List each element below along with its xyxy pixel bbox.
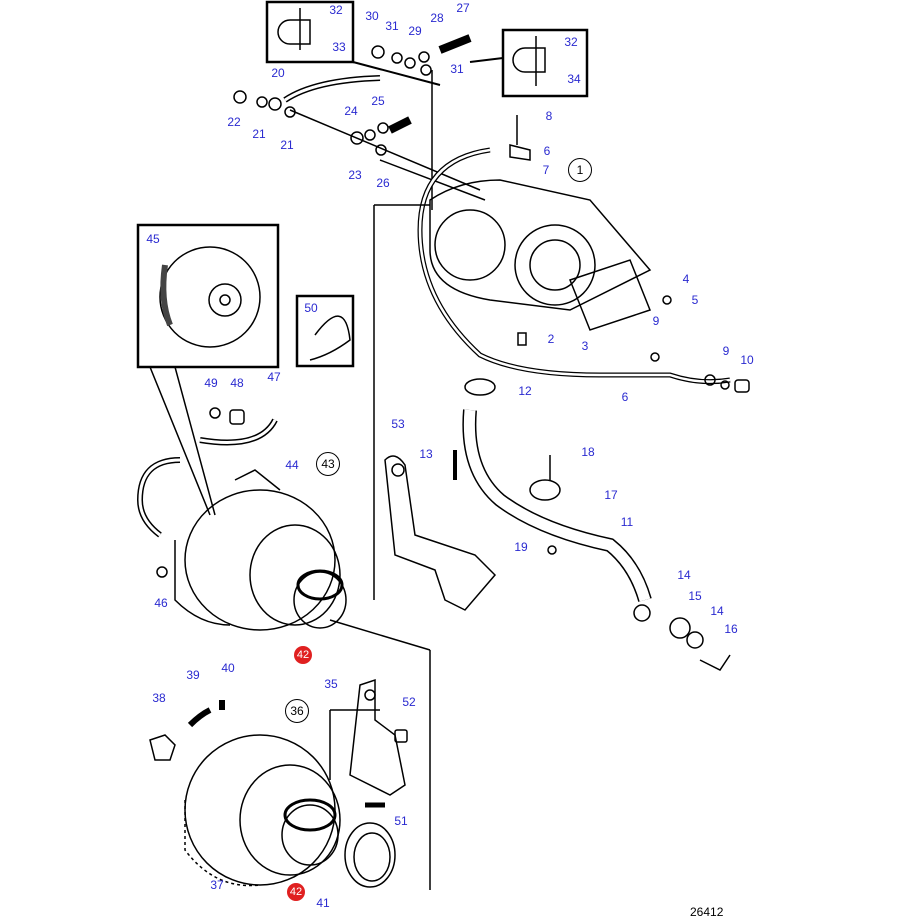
part-callout-26[interactable]: 26 bbox=[376, 176, 390, 190]
part-callout-39[interactable]: 39 bbox=[186, 668, 200, 682]
part-callout-53[interactable]: 53 bbox=[391, 417, 405, 431]
part-callout-13[interactable]: 13 bbox=[419, 447, 433, 461]
part-callout-32[interactable]: 32 bbox=[329, 3, 343, 17]
part-callout-23[interactable]: 23 bbox=[348, 168, 362, 182]
part-callout-12[interactable]: 12 bbox=[518, 384, 532, 398]
part-callout-3[interactable]: 3 bbox=[581, 339, 589, 353]
highlighted-part-callout[interactable]: 42 bbox=[287, 883, 305, 901]
part-callout-5[interactable]: 5 bbox=[691, 293, 699, 307]
part-callout-6[interactable]: 6 bbox=[543, 144, 551, 158]
part-callout-24[interactable]: 24 bbox=[344, 104, 358, 118]
part-callout-21[interactable]: 21 bbox=[280, 138, 294, 152]
highlighted-part-callout[interactable]: 42 bbox=[294, 646, 312, 664]
part-callout-16[interactable]: 16 bbox=[724, 622, 738, 636]
part-callout-25[interactable]: 25 bbox=[371, 94, 385, 108]
part-callout-47[interactable]: 47 bbox=[267, 370, 281, 384]
part-callout-36[interactable]: 36 bbox=[285, 699, 309, 723]
part-callout-30[interactable]: 30 bbox=[365, 9, 379, 23]
clamp-inset-left bbox=[265, 0, 355, 64]
part-callout-27[interactable]: 27 bbox=[456, 1, 470, 15]
part-callout-18[interactable]: 18 bbox=[581, 445, 595, 459]
part-callout-29[interactable]: 29 bbox=[408, 24, 422, 38]
part-callout-8[interactable]: 8 bbox=[545, 109, 553, 123]
part-callout-34[interactable]: 34 bbox=[567, 72, 581, 86]
part-callout-28[interactable]: 28 bbox=[430, 11, 444, 25]
part-callout-17[interactable]: 17 bbox=[604, 488, 618, 502]
clip-inset bbox=[295, 294, 355, 368]
part-callout-45[interactable]: 45 bbox=[146, 232, 160, 246]
part-callout-20[interactable]: 20 bbox=[271, 66, 285, 80]
part-callout-14[interactable]: 14 bbox=[677, 568, 691, 582]
part-callout-38[interactable]: 38 bbox=[152, 691, 166, 705]
part-callout-1[interactable]: 1 bbox=[568, 158, 592, 182]
part-callout-15[interactable]: 15 bbox=[688, 589, 702, 603]
part-callout-35[interactable]: 35 bbox=[324, 677, 338, 691]
part-callout-33[interactable]: 33 bbox=[332, 40, 346, 54]
part-callout-49[interactable]: 49 bbox=[204, 376, 218, 390]
part-callout-11[interactable]: 11 bbox=[620, 515, 634, 529]
part-callout-41[interactable]: 41 bbox=[316, 896, 330, 910]
part-callout-22[interactable]: 22 bbox=[227, 115, 241, 129]
part-callout-37[interactable]: 37 bbox=[210, 878, 224, 892]
part-callout-6[interactable]: 6 bbox=[621, 390, 629, 404]
filter-inset bbox=[136, 223, 280, 369]
part-callout-10[interactable]: 10 bbox=[740, 353, 754, 367]
part-callout-48[interactable]: 48 bbox=[230, 376, 244, 390]
clamp-inset-right bbox=[501, 28, 589, 98]
part-callout-14[interactable]: 14 bbox=[710, 604, 724, 618]
part-callout-21[interactable]: 21 bbox=[252, 127, 266, 141]
part-callout-43[interactable]: 43 bbox=[316, 452, 340, 476]
part-callout-9[interactable]: 9 bbox=[652, 314, 660, 328]
part-callout-46[interactable]: 46 bbox=[154, 596, 168, 610]
part-callout-50[interactable]: 50 bbox=[304, 301, 318, 315]
figure-number: 26412 bbox=[690, 905, 724, 916]
part-callout-31[interactable]: 31 bbox=[385, 19, 399, 33]
part-callout-44[interactable]: 44 bbox=[285, 458, 299, 472]
part-callout-4[interactable]: 4 bbox=[682, 272, 690, 286]
part-callout-51[interactable]: 51 bbox=[394, 814, 408, 828]
part-callout-9[interactable]: 9 bbox=[722, 344, 730, 358]
part-callout-2[interactable]: 2 bbox=[547, 332, 555, 346]
part-callout-31[interactable]: 31 bbox=[450, 62, 464, 76]
part-callout-52[interactable]: 52 bbox=[402, 695, 416, 709]
part-callout-40[interactable]: 40 bbox=[221, 661, 235, 675]
part-callout-32[interactable]: 32 bbox=[564, 35, 578, 49]
part-callout-7[interactable]: 7 bbox=[542, 163, 550, 177]
part-callout-19[interactable]: 19 bbox=[514, 540, 528, 554]
